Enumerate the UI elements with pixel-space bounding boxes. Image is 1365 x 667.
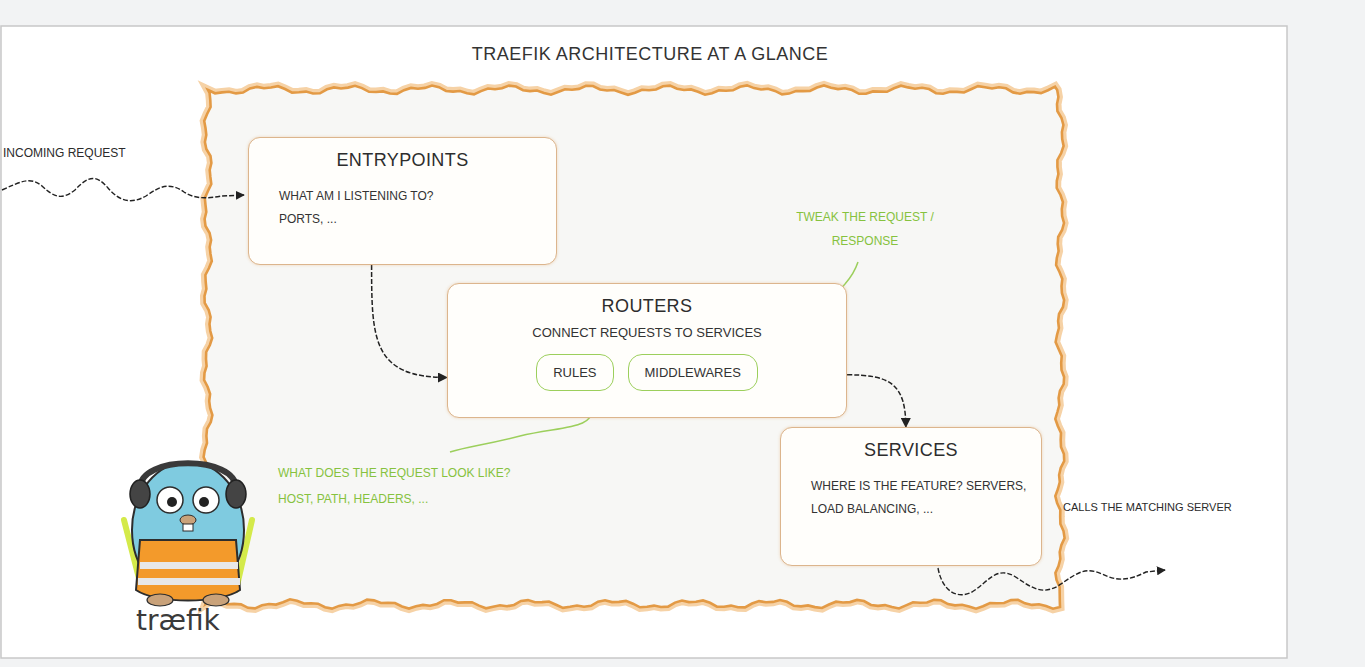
annotation-text: CALLS THE MATCHING SERVER xyxy=(1063,500,1293,514)
component-box: ENTRYPOINTS WHAT AM I LISTENING TO? PORTS… xyxy=(248,137,557,265)
slide-panel xyxy=(1,26,1287,658)
gopher-mascot xyxy=(124,462,252,606)
rule-pill: MIDDLEWARES xyxy=(628,354,758,391)
annotation-text: INCOMING REQUEST xyxy=(3,146,203,162)
annotation-text: TWEAK THE REQUEST / RESPONSE xyxy=(780,205,950,253)
box-heading: SERVICES xyxy=(799,440,1023,461)
pill-text: MIDDLEWARES xyxy=(645,365,741,380)
flow-arrow xyxy=(372,265,447,378)
box-body: WHERE IS THE FEATURE? SERVERS, LOAD BALA… xyxy=(811,475,1029,521)
box-heading: ROUTERS xyxy=(466,296,828,317)
box-body: WHAT AM I LISTENING TO? PORTS, ... xyxy=(279,185,475,231)
flow-arrow xyxy=(847,375,906,427)
rule-pill: RULES xyxy=(536,354,613,391)
traefik-frame xyxy=(203,85,1064,608)
component-box: SERVICES WHERE IS THE FEATURE? SERVERS, L… xyxy=(780,427,1042,566)
annotation-text: WHAT DOES THE REQUEST LOOK LIKE? HOST, P… xyxy=(278,460,540,513)
component-box: ROUTERS CONNECT REQUESTS TO SERVICES RULES… xyxy=(447,283,847,418)
box-subtitle: CONNECT REQUESTS TO SERVICES xyxy=(466,325,828,340)
box-heading: ENTRYPOINTS xyxy=(267,150,538,171)
inner-row: RULES MIDDLEWARES xyxy=(466,354,828,391)
outgoing-arrow xyxy=(938,568,1165,595)
logo-text: træfik xyxy=(136,606,266,637)
pill-text: RULES xyxy=(553,365,596,380)
incoming-arrow xyxy=(2,178,244,200)
diagram-title: TRAEFIK ARCHITECTURE AT A GLANCE xyxy=(350,44,950,65)
frame-glow xyxy=(203,85,1064,608)
